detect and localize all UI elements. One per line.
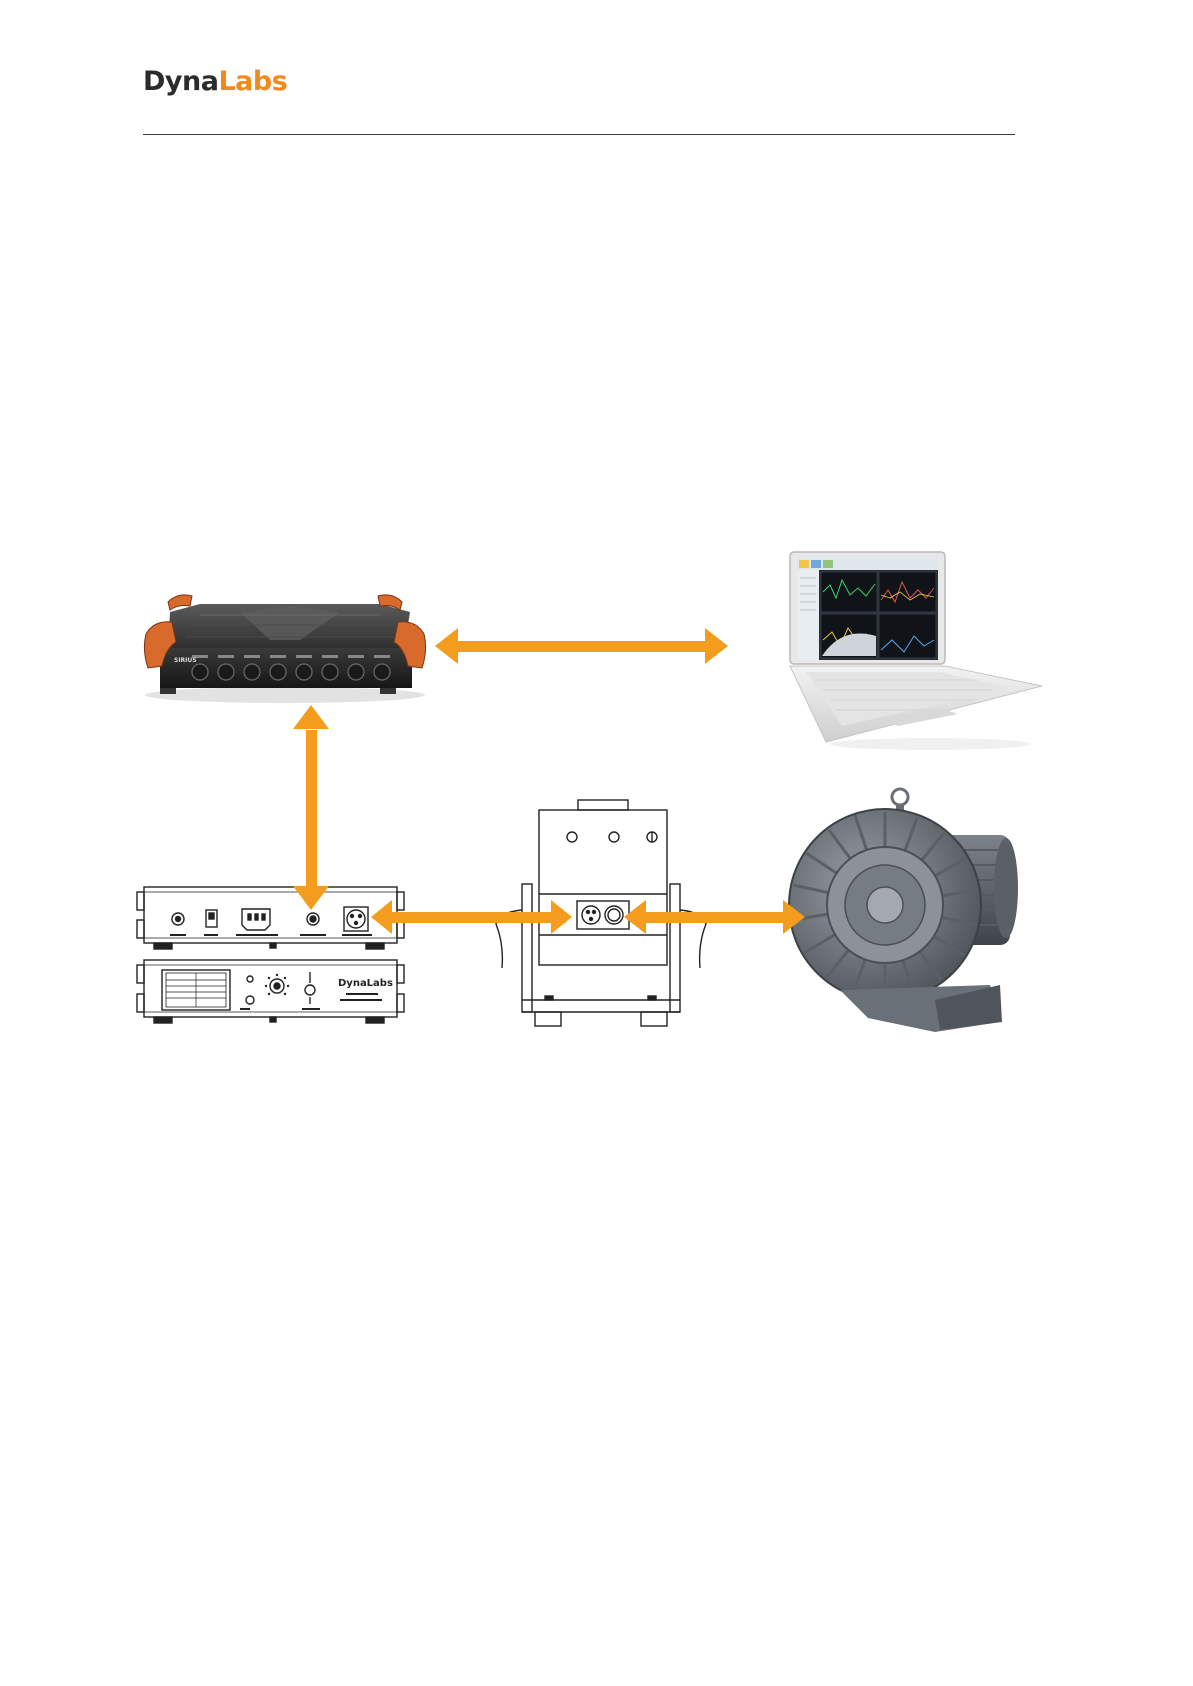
arrow-daq-laptop [435,628,728,664]
laptop-icon [790,552,1042,750]
arrow-amplifier-shaker [371,900,572,934]
daq-badge: SIRIUS [174,657,197,664]
amplifier-brand: DynaLabs [338,978,393,989]
arrow-shaker-blower [624,900,805,934]
daq-device-icon: SIRIUS [144,595,425,703]
blower-motor-icon [789,789,1018,1032]
arrow-daq-amplifier [293,705,329,910]
amplifier-icon: DynaLabs [137,887,404,1023]
